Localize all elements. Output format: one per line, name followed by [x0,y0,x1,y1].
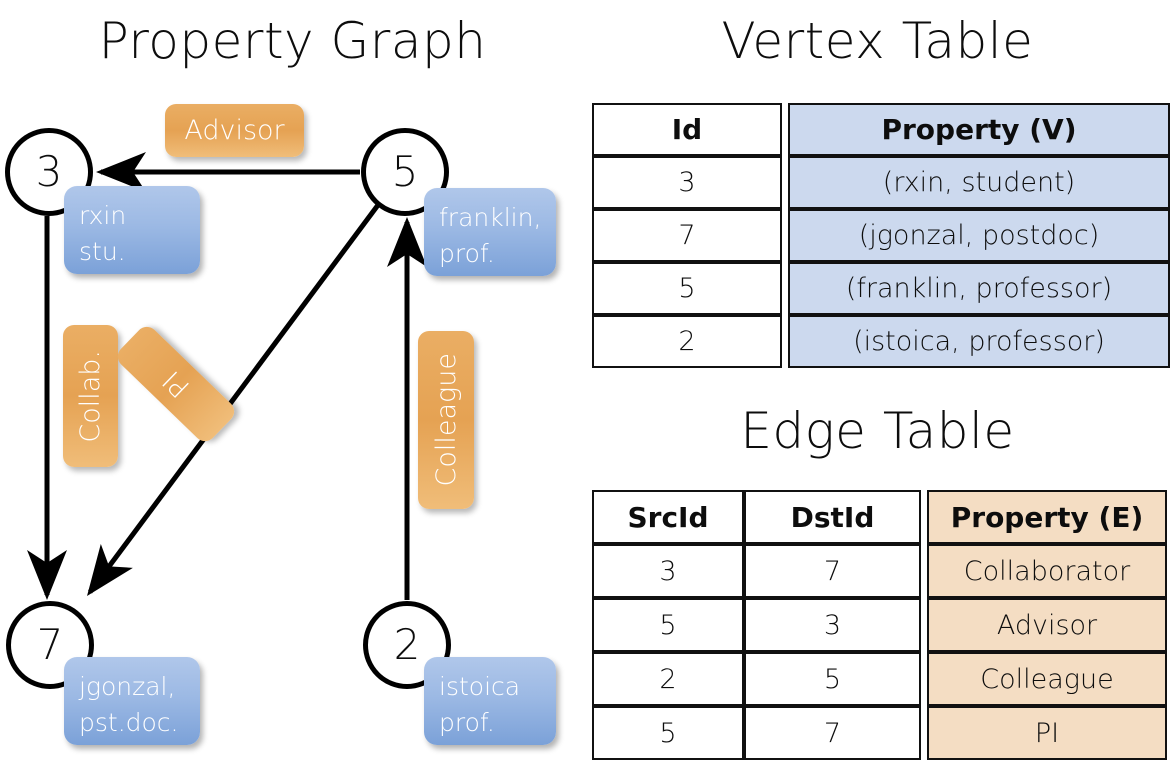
property-graph-diagram: Advisor Collab. PI Colleague 3 5 7 2 rxi… [5,104,556,745]
edge-table-header-srcid: SrcId [592,490,744,544]
edge-label-collab: Collab. [63,325,118,467]
edge-table-header-dstid: DstId [744,490,921,544]
edge-row-1-dst: 3 [744,598,921,652]
node-property-2-line2: prof. [439,708,495,738]
table-row: 5 3 Advisor [592,598,1167,652]
edge-table-header-row: SrcId DstId Property (E) [592,490,1167,544]
edge-row-3-property: PI [927,706,1167,760]
table-row: 3 (rxin, student) [592,156,1170,209]
node-property-2-line1: istoica [439,672,521,701]
node-property-5-line2: prof. [439,239,495,269]
edge-label-colleague-text: Colleague [430,353,462,487]
edge-row-0-dst: 7 [744,544,921,598]
vertex-table-header-property: Property (V) [788,103,1170,156]
table-row: 3 7 Collaborator [592,544,1167,598]
vertex-row-0-id: 3 [592,156,782,209]
node-property-box-7: jgonzal, pst.doc. [64,657,200,745]
edge-table-header-property: Property (E) [927,490,1167,544]
table-row: 2 5 Colleague [592,652,1167,706]
graph-node-2: 2 [363,601,451,689]
node-property-box-5: franklin, prof. [424,188,556,276]
vertex-row-1-id: 7 [592,209,782,262]
edge-row-2-src: 2 [592,652,744,706]
node-property-3-line1: rxin [79,201,127,230]
edge-row-3-dst: 7 [744,706,921,760]
edge-row-1-property: Advisor [927,598,1167,652]
graph-node-7-id: 7 [36,620,64,669]
vertex-row-0-property: (rxin, student) [788,156,1170,209]
table-row: 5 (franklin, professor) [592,262,1170,315]
vertex-table: Id Property (V) 3 (rxin, student) 7 (jgo… [592,103,1170,368]
edge-row-0-src: 3 [592,544,744,598]
edge-label-advisor-text: Advisor [184,115,285,146]
table-row: 7 (jgonzal, postdoc) [592,209,1170,262]
page-title-vertex-table: Vertex Table [721,12,1034,70]
edge-row-2-dst: 5 [744,652,921,706]
edge-label-colleague: Colleague [418,331,474,509]
vertex-table-header-row: Id Property (V) [592,103,1170,156]
edge-table: SrcId DstId Property (E) 3 7 Collaborato… [592,490,1167,760]
edge-label-collab-text: Collab. [75,349,106,443]
edge-label-advisor: Advisor [165,104,304,157]
table-row: 2 (istoica, professor) [592,315,1170,368]
graph-node-5: 5 [361,128,449,216]
node-property-3-line2: stu. [79,237,126,267]
node-property-5-line1: franklin, [439,203,542,232]
node-property-box-2: istoica prof. [424,657,556,745]
vertex-row-2-property: (franklin, professor) [788,262,1170,315]
vertex-table-header-id: Id [592,103,782,156]
edge-row-1-src: 5 [592,598,744,652]
graph-edge-arrows [27,152,427,600]
vertex-row-1-property: (jgonzal, postdoc) [788,209,1170,262]
edge-arrow-5-to-7 [87,203,381,597]
edge-row-3-src: 5 [592,706,744,760]
graph-node-5-id: 5 [391,147,419,196]
edge-label-pi-text: PI [156,364,196,404]
node-property-7-line1: jgonzal, [79,672,176,701]
page-title-edge-table: Edge Table [740,402,1015,460]
graph-node-2-id: 2 [393,620,421,669]
edge-row-2-property: Colleague [927,652,1167,706]
node-property-box-3: rxin stu. [64,186,200,274]
graph-node-3-id: 3 [35,147,63,196]
node-property-7-line2: pst.doc. [79,708,179,738]
page-title-property-graph: Property Graph [98,12,487,70]
vertex-row-2-id: 5 [592,262,782,315]
vertex-row-3-property: (istoica, professor) [788,315,1170,368]
vertex-row-3-id: 2 [592,315,782,368]
edge-row-0-property: Collaborator [927,544,1167,598]
table-row: 5 7 PI [592,706,1167,760]
